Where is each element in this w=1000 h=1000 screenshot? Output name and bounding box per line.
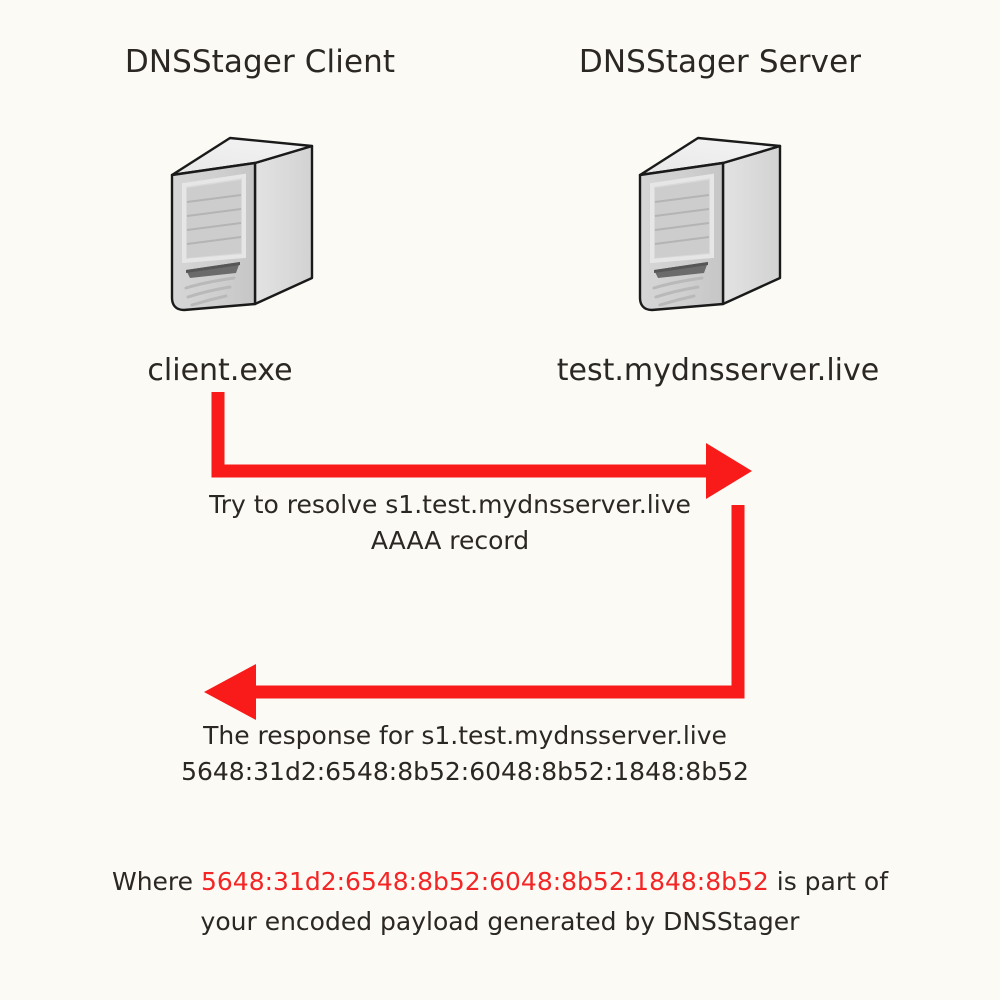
server-tower-icon-client (162, 128, 322, 318)
flow-caption-response: The response for s1.test.mydnsserver.liv… (155, 718, 775, 790)
flow-caption-response-line1: The response for s1.test.mydnsserver.liv… (203, 721, 727, 750)
node-label-client: client.exe (147, 353, 293, 388)
flow-arrow-request (211, 392, 752, 499)
footnote-hex-value: 5648:31d2:6548:8b52:6048:8b52:1848:8b52 (201, 867, 769, 896)
flow-caption-response-line2: 5648:31d2:6548:8b52:6048:8b52:1848:8b52 (181, 757, 749, 786)
footnote-line2: your encoded payload generated by DNSSta… (200, 907, 800, 936)
footnote-suffix: is part of (768, 867, 888, 896)
node-title-client: DNSStager Client (124, 44, 396, 80)
flow-caption-request-line1: Try to resolve s1.test.mydnsserver.live (209, 490, 691, 519)
server-tower-icon (638, 136, 782, 312)
node-title-server: DNSStager Server (578, 44, 862, 80)
flow-caption-request-line2: AAAA record (370, 526, 530, 555)
server-tower-icon-server (630, 128, 790, 318)
footnote-line1: Where 5648:31d2:6548:8b52:6048:8b52:1848… (60, 862, 940, 902)
footnote: Where 5648:31d2:6548:8b52:6048:8b52:1848… (60, 862, 940, 942)
server-tower-icon (170, 136, 314, 312)
footnote-prefix: Where (111, 867, 201, 896)
node-label-server: test.mydnsserver.live (556, 353, 880, 388)
flow-caption-request: Try to resolve s1.test.mydnsserver.live … (155, 487, 745, 559)
